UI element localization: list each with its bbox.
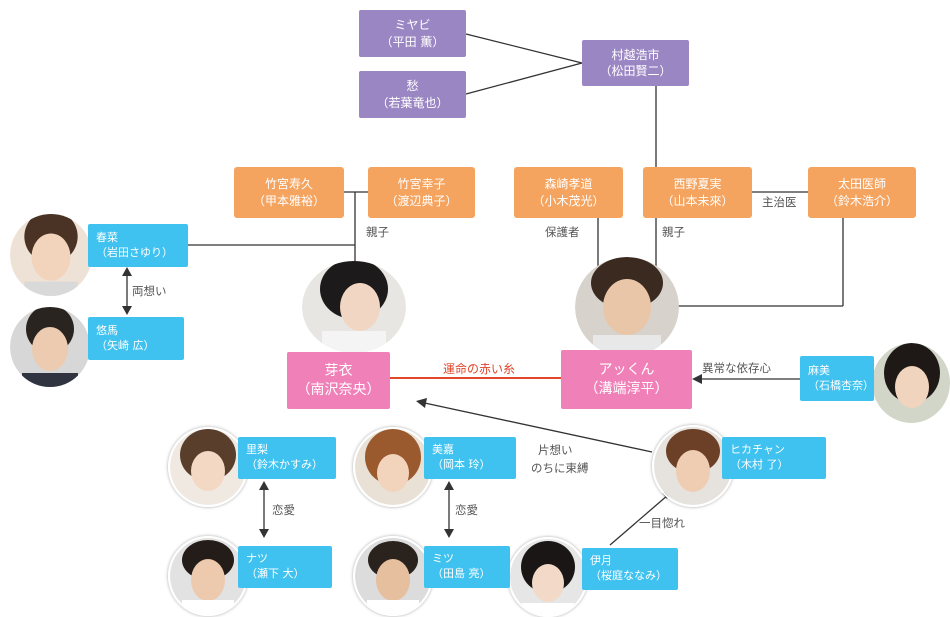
avatar-mika	[353, 427, 433, 507]
arrowhead-natsu	[259, 529, 269, 538]
node-ririka-name: 里梨	[246, 443, 268, 457]
node-takemiya-hisa-actor: （甲本雅裕）	[252, 193, 325, 208]
label-renai-ririka: 恋愛	[272, 503, 295, 517]
label-izon: 異常な依存心	[702, 361, 771, 375]
avatar-ririka	[168, 427, 248, 507]
avatar-asaka	[872, 343, 950, 423]
arrowhead-yuichi	[122, 306, 132, 315]
node-miyabi: ミヤビ （平田 薫）	[359, 10, 466, 57]
node-mitsu: ミツ （田島 亮）	[424, 546, 510, 588]
node-morisaki-name: 森崎孝道	[544, 177, 593, 192]
avatar-haruna	[10, 214, 92, 296]
node-miyabi-name: ミヤビ	[394, 18, 431, 33]
arrowhead-haruna	[122, 267, 132, 276]
node-asaka-actor: （石橋杏奈）	[808, 378, 874, 392]
label-kataomoi: 片想い	[538, 443, 573, 457]
node-nishino-actor: （山本未來）	[661, 193, 734, 208]
avatar-mitsu	[353, 536, 433, 616]
node-yumi-name: 伊月	[590, 554, 612, 568]
label-hogosha: 保護者	[545, 225, 580, 239]
node-kachan-name: ヒカチャン	[730, 443, 785, 457]
node-sou: 愁 （若葉竜也）	[359, 71, 466, 118]
node-nishino-name: 西野夏実	[673, 177, 722, 192]
node-ota-name: 太田医師	[837, 177, 886, 192]
label-ryouomoi: 両想い	[132, 284, 167, 298]
node-mitsu-name: ミツ	[432, 552, 454, 566]
avatar-kachan	[652, 425, 734, 507]
node-ota: 太田医師 （鈴木浩介）	[808, 167, 916, 218]
node-miyabi-actor: （平田 薫）	[380, 34, 445, 49]
avatar-akkun	[575, 257, 679, 357]
node-yuichi-name: 悠馬	[96, 323, 118, 337]
node-akkun: アッくん （溝端淳平）	[561, 350, 692, 409]
avatar-yumi	[508, 537, 588, 617]
node-yuichi: 悠馬 （矢崎 広）	[88, 317, 184, 360]
label-sokubaku: のちに束縛	[531, 461, 589, 475]
node-asaka-name: 麻美	[808, 363, 830, 377]
node-natsu: ナツ （瀬下 大）	[238, 546, 332, 588]
node-mitsu-actor: （田島 亮）	[432, 567, 491, 580]
avatar-mei	[302, 261, 406, 353]
node-ririka: 里梨 （鈴木かすみ）	[238, 437, 336, 479]
node-kachan: ヒカチャン （木村 了）	[722, 437, 826, 479]
node-akkun-actor: （溝端淳平）	[584, 380, 669, 397]
node-sou-actor: （若葉竜也）	[376, 95, 449, 110]
label-renai-mika: 恋愛	[455, 503, 478, 517]
label-oyako-akkun: 親子	[662, 225, 685, 239]
line-sou-murakoshi	[465, 62, 583, 95]
node-mei: 芽衣 （南沢奈央）	[287, 352, 390, 409]
node-yumi-actor: （桜庭ななみ）	[590, 569, 667, 582]
node-mei-name: 芽衣	[324, 362, 353, 379]
node-asaka: 麻美 （石橋杏奈）	[800, 356, 874, 401]
node-haruna-name: 春菜	[96, 230, 118, 244]
node-mika: 美嘉 （岡本 玲）	[424, 437, 516, 479]
node-mei-actor: （南沢奈央）	[296, 381, 381, 398]
node-morisaki: 森崎孝道 （小木茂光）	[514, 167, 623, 218]
node-takemiya-hisa: 竹宮寿久 （甲本雅裕）	[234, 167, 344, 218]
avatar-yuichi	[10, 307, 90, 387]
label-oyako-mei: 親子	[366, 225, 389, 239]
node-takemiya-sachi-name: 竹宮幸子	[397, 177, 446, 192]
node-yuichi-actor: （矢崎 広）	[96, 338, 155, 352]
arrowhead-mika	[444, 481, 454, 490]
node-murakoshi-actor: （松田賢二）	[599, 64, 672, 78]
line-kachan-mei	[419, 401, 653, 453]
node-murakoshi-name: 村越浩市	[611, 47, 660, 62]
label-hitomebore: 一目惚れ	[639, 516, 685, 530]
node-takemiya-sachi: 竹宮幸子 （渡辺典子）	[368, 167, 475, 218]
label-shujii: 主治医	[762, 195, 797, 209]
node-mika-actor: （岡本 玲）	[432, 458, 491, 471]
node-natsu-name: ナツ	[246, 552, 268, 566]
node-takemiya-sachi-actor: （渡辺典子）	[385, 193, 458, 208]
avatar-natsu	[168, 536, 248, 616]
arrowhead-mitsu	[444, 529, 454, 538]
line-miyabi-murakoshi	[465, 33, 583, 64]
node-ririka-actor: （鈴木かすみ）	[246, 458, 323, 471]
line-yumi-kachan	[609, 494, 669, 546]
arrowhead-ririka	[259, 481, 269, 490]
node-kachan-actor: （木村 了）	[730, 458, 789, 471]
node-murakoshi: 村越浩市 （松田賢二）	[582, 40, 689, 86]
arrowhead-akkun	[692, 374, 702, 384]
node-sou-name: 愁	[406, 79, 419, 94]
node-takemiya-hisa-name: 竹宮寿久	[264, 177, 313, 192]
node-natsu-actor: （瀬下 大）	[246, 567, 305, 580]
node-ota-actor: （鈴木浩介）	[825, 193, 898, 208]
label-akai-ito: 運命の赤い糸	[443, 362, 516, 376]
node-haruna-actor: （岩田さゆり）	[96, 245, 173, 259]
arrowhead-mei	[416, 398, 427, 408]
node-yumi: 伊月 （桜庭ななみ）	[582, 548, 678, 590]
node-haruna: 春菜 （岩田さゆり）	[88, 224, 188, 267]
node-akkun-name: アッくん	[598, 361, 655, 378]
node-nishino: 西野夏実 （山本未來）	[643, 167, 752, 218]
node-morisaki-actor: （小木茂光）	[532, 193, 605, 208]
node-mika-name: 美嘉	[432, 443, 454, 457]
